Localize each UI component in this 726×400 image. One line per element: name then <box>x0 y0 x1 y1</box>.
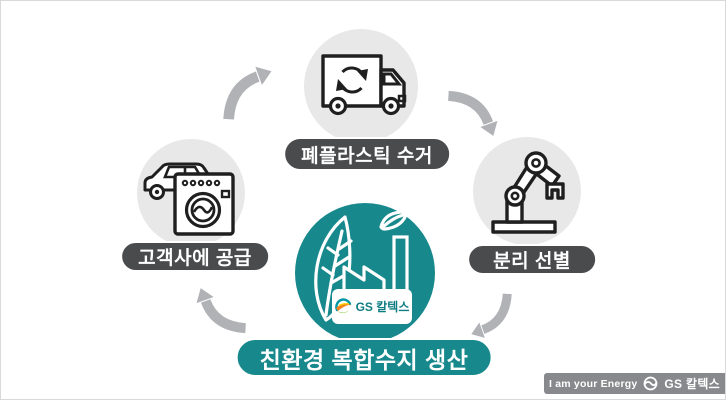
car-washing-machine-icon <box>143 162 235 236</box>
step-supply-label: 고객사에 공급 <box>120 241 270 272</box>
footer-brand-text: GS 칼텍스 <box>664 377 720 391</box>
arrow-sort-to-produce-icon <box>471 293 512 338</box>
step-sort-circle <box>473 137 581 245</box>
gs-caltex-logo-badge: GS 칼텍스 <box>332 289 412 324</box>
recycling-truck-icon <box>321 54 407 116</box>
step-collect-circle <box>304 29 418 143</box>
step-sort-label: 분리 선별 <box>467 244 597 275</box>
step-produce-label: 친환경 복합수지 생산 <box>235 338 493 377</box>
gs-swirl-white-icon <box>644 376 658 391</box>
arrow-supply-to-collect-icon <box>223 66 272 120</box>
robot-arm-icon <box>491 151 565 234</box>
step-collect-label: 폐플라스틱 수거 <box>283 137 451 171</box>
gs-swirl-icon <box>334 298 351 314</box>
footer-slogan: I am your Energy <box>549 377 638 390</box>
arrow-produce-to-supply-icon <box>196 288 247 334</box>
step-produce-circle: GS 칼텍스 <box>295 203 435 343</box>
arrow-collect-to-sort-icon <box>447 90 498 136</box>
leaf-factory-icon <box>314 210 409 322</box>
brand-footer: I am your Energy GS 칼텍스 <box>544 373 725 394</box>
gs-caltex-logo-text: GS 칼텍스 <box>355 300 410 314</box>
step-supply-circle <box>137 139 245 247</box>
